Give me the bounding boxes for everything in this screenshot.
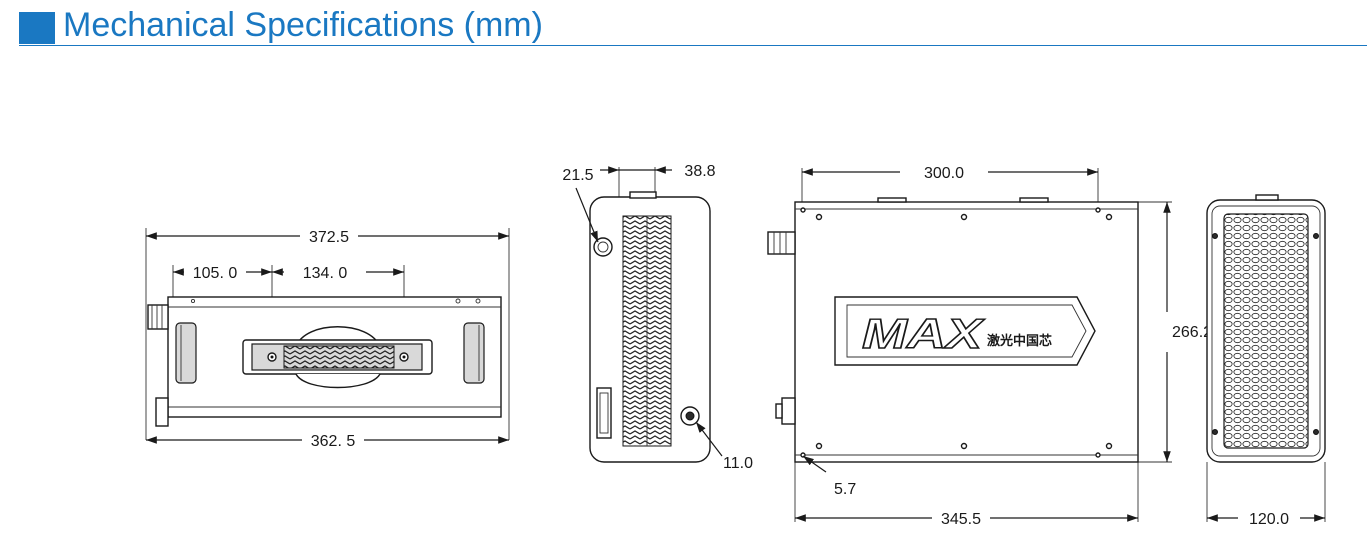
dim-side-overall-width: 372.5	[309, 229, 349, 246]
dim-front-top-width: 38.8	[684, 163, 715, 180]
dim-side-handle-span: 134. 0	[303, 265, 348, 282]
top-view: MAX 激光中国芯 300.0 266.2 5.7 345.5	[767, 165, 1212, 528]
dim-side-left-offset: 105. 0	[193, 265, 238, 282]
side-foot-left	[175, 322, 197, 384]
logo-brand: MAX	[862, 310, 986, 357]
side-view: 372.5 105. 0 134. 0 362. 5	[145, 228, 510, 450]
dim-top-overall-length: 345.5	[941, 511, 981, 528]
front-view: 21.5 38.8 11.0	[562, 163, 753, 472]
side-foot-right	[463, 322, 485, 384]
dim-rear-width: 120.0	[1249, 511, 1289, 528]
dim-top-height: 266.2	[1172, 324, 1212, 341]
db-connector	[596, 387, 612, 439]
cable-gland-top	[767, 231, 796, 255]
section-header: Mechanical Specifications (mm)	[0, 0, 1367, 50]
cable-gland-side	[147, 304, 169, 330]
dim-front-connector: 11.0	[723, 455, 753, 472]
dim-side-body-width: 362. 5	[311, 433, 356, 450]
dim-front-left-hole: 21.5	[562, 167, 593, 184]
page-title: Mechanical Specifications (mm)	[63, 6, 543, 44]
rear-hex-grille	[1223, 213, 1309, 449]
dim-top-hole-spacing: 300.0	[924, 165, 964, 182]
front-hole	[593, 237, 613, 257]
header-accent-square	[19, 12, 55, 44]
dim-top-corner-offset: 5.7	[834, 481, 856, 498]
header-underline	[19, 45, 1367, 46]
handle	[242, 326, 433, 389]
rear-view: 120.0	[1206, 194, 1326, 528]
logo-subtitle: 激光中国芯	[987, 333, 1052, 349]
brand-logo-plate: MAX 激光中国芯	[834, 296, 1096, 366]
